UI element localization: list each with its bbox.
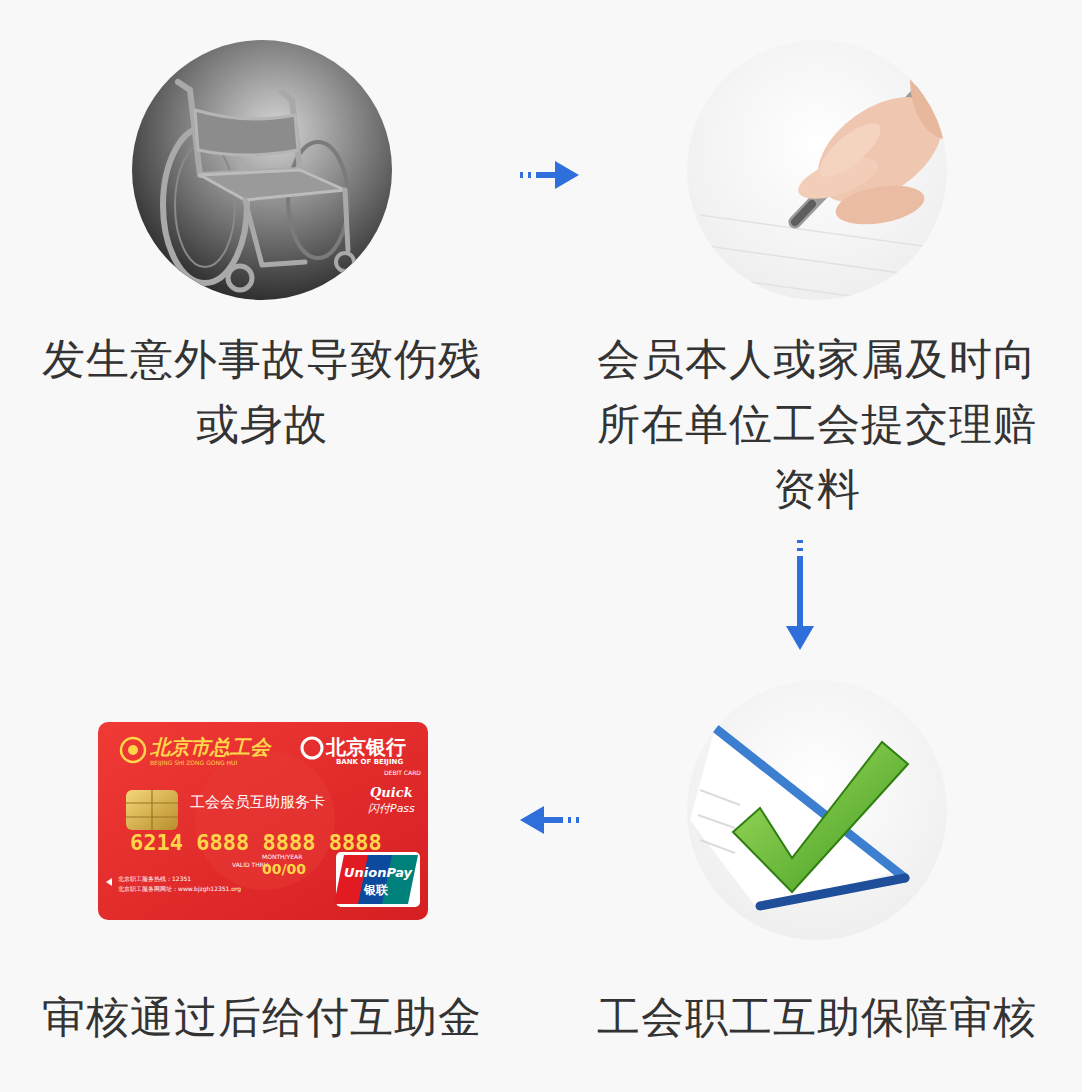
wheelchair xyxy=(163,82,354,290)
card-text: 银联 xyxy=(364,884,388,896)
checklist xyxy=(690,728,908,912)
illustration-shape xyxy=(700,840,735,853)
unionpay-stripe xyxy=(382,855,418,904)
writing-picture xyxy=(687,20,990,310)
union-emblem xyxy=(128,745,138,755)
step-text: 工会职工互助保障审核 xyxy=(587,985,1047,1050)
paper-lines xyxy=(698,790,740,853)
frame xyxy=(345,190,348,250)
flow-arrow xyxy=(540,817,579,823)
wheel-rim xyxy=(175,143,235,267)
caster xyxy=(228,266,252,290)
card-text: BEIJING SHI ZONG GONG HUI xyxy=(150,760,237,766)
card-text: MONTH/YEAR xyxy=(262,854,302,860)
check-picture xyxy=(687,680,947,940)
illustration-shape xyxy=(700,275,950,310)
chip-lines xyxy=(126,790,178,830)
backrest xyxy=(195,110,298,155)
card-text: 北京银行 xyxy=(326,737,406,757)
illustration-shape xyxy=(151,790,152,830)
card-text: Quick xyxy=(370,786,413,799)
card-text: 00/00 xyxy=(262,862,306,876)
pen-tip xyxy=(795,204,812,222)
card-text: 闪付Pass xyxy=(368,803,415,814)
caster xyxy=(336,253,354,271)
card-text: 北京职工服务网网址：www.bjzgh12351.org xyxy=(118,886,241,892)
card-text: 工会会员互助服务卡 xyxy=(190,795,325,810)
card-text: 北京市总工会 xyxy=(150,737,270,757)
paper-lines xyxy=(700,215,950,310)
bank-card-picture xyxy=(98,722,428,920)
finger xyxy=(812,115,888,185)
seat xyxy=(200,170,345,200)
check-mark xyxy=(733,742,908,892)
card-text: DEBIT CARD xyxy=(384,770,421,776)
card-text: 北京职工服务热线：12351 xyxy=(118,876,191,882)
picture-space xyxy=(587,38,1047,327)
wrist xyxy=(910,20,990,140)
wheelchair-picture xyxy=(132,40,392,300)
finger xyxy=(833,179,928,230)
picture-space xyxy=(587,690,1047,985)
card-pattern xyxy=(195,750,335,890)
picture-space xyxy=(32,38,492,327)
card xyxy=(98,722,428,920)
handle xyxy=(282,92,292,100)
illustration-shape xyxy=(698,815,735,828)
process-step: 工会职工互助保障审核 xyxy=(587,690,1047,1050)
picture-ground xyxy=(132,40,392,300)
union-emblem xyxy=(121,738,145,762)
chip xyxy=(126,790,178,830)
process-step: 发生意外事故导致伤残或身故 xyxy=(32,38,492,457)
picture-ground xyxy=(687,680,947,940)
frame xyxy=(245,200,305,265)
step-text: 会员本人或家属及时向所在单位工会提交理赔资料 xyxy=(587,327,1047,522)
step-text: 审核通过后给付互助金 xyxy=(32,985,492,1050)
illustration-shape xyxy=(700,245,950,280)
card-text: UnionPay xyxy=(344,866,412,879)
flow-arrow xyxy=(797,540,803,630)
process-step: 会员本人或家属及时向所在单位工会提交理赔资料 xyxy=(587,38,1047,522)
step-text: 发生意外事故导致伤残或身故 xyxy=(32,327,492,457)
card-text: 6214 6888 8888 8888 xyxy=(130,832,382,854)
writing xyxy=(700,20,990,310)
illustration-shape xyxy=(700,215,950,250)
card-pointer xyxy=(106,878,112,886)
bank-emblem xyxy=(302,738,322,758)
illustration-shape xyxy=(700,790,740,805)
handle xyxy=(178,82,190,90)
card-text: BANK OF BEIJING xyxy=(336,759,403,766)
flow-arrow xyxy=(520,172,559,178)
frame xyxy=(190,90,300,175)
